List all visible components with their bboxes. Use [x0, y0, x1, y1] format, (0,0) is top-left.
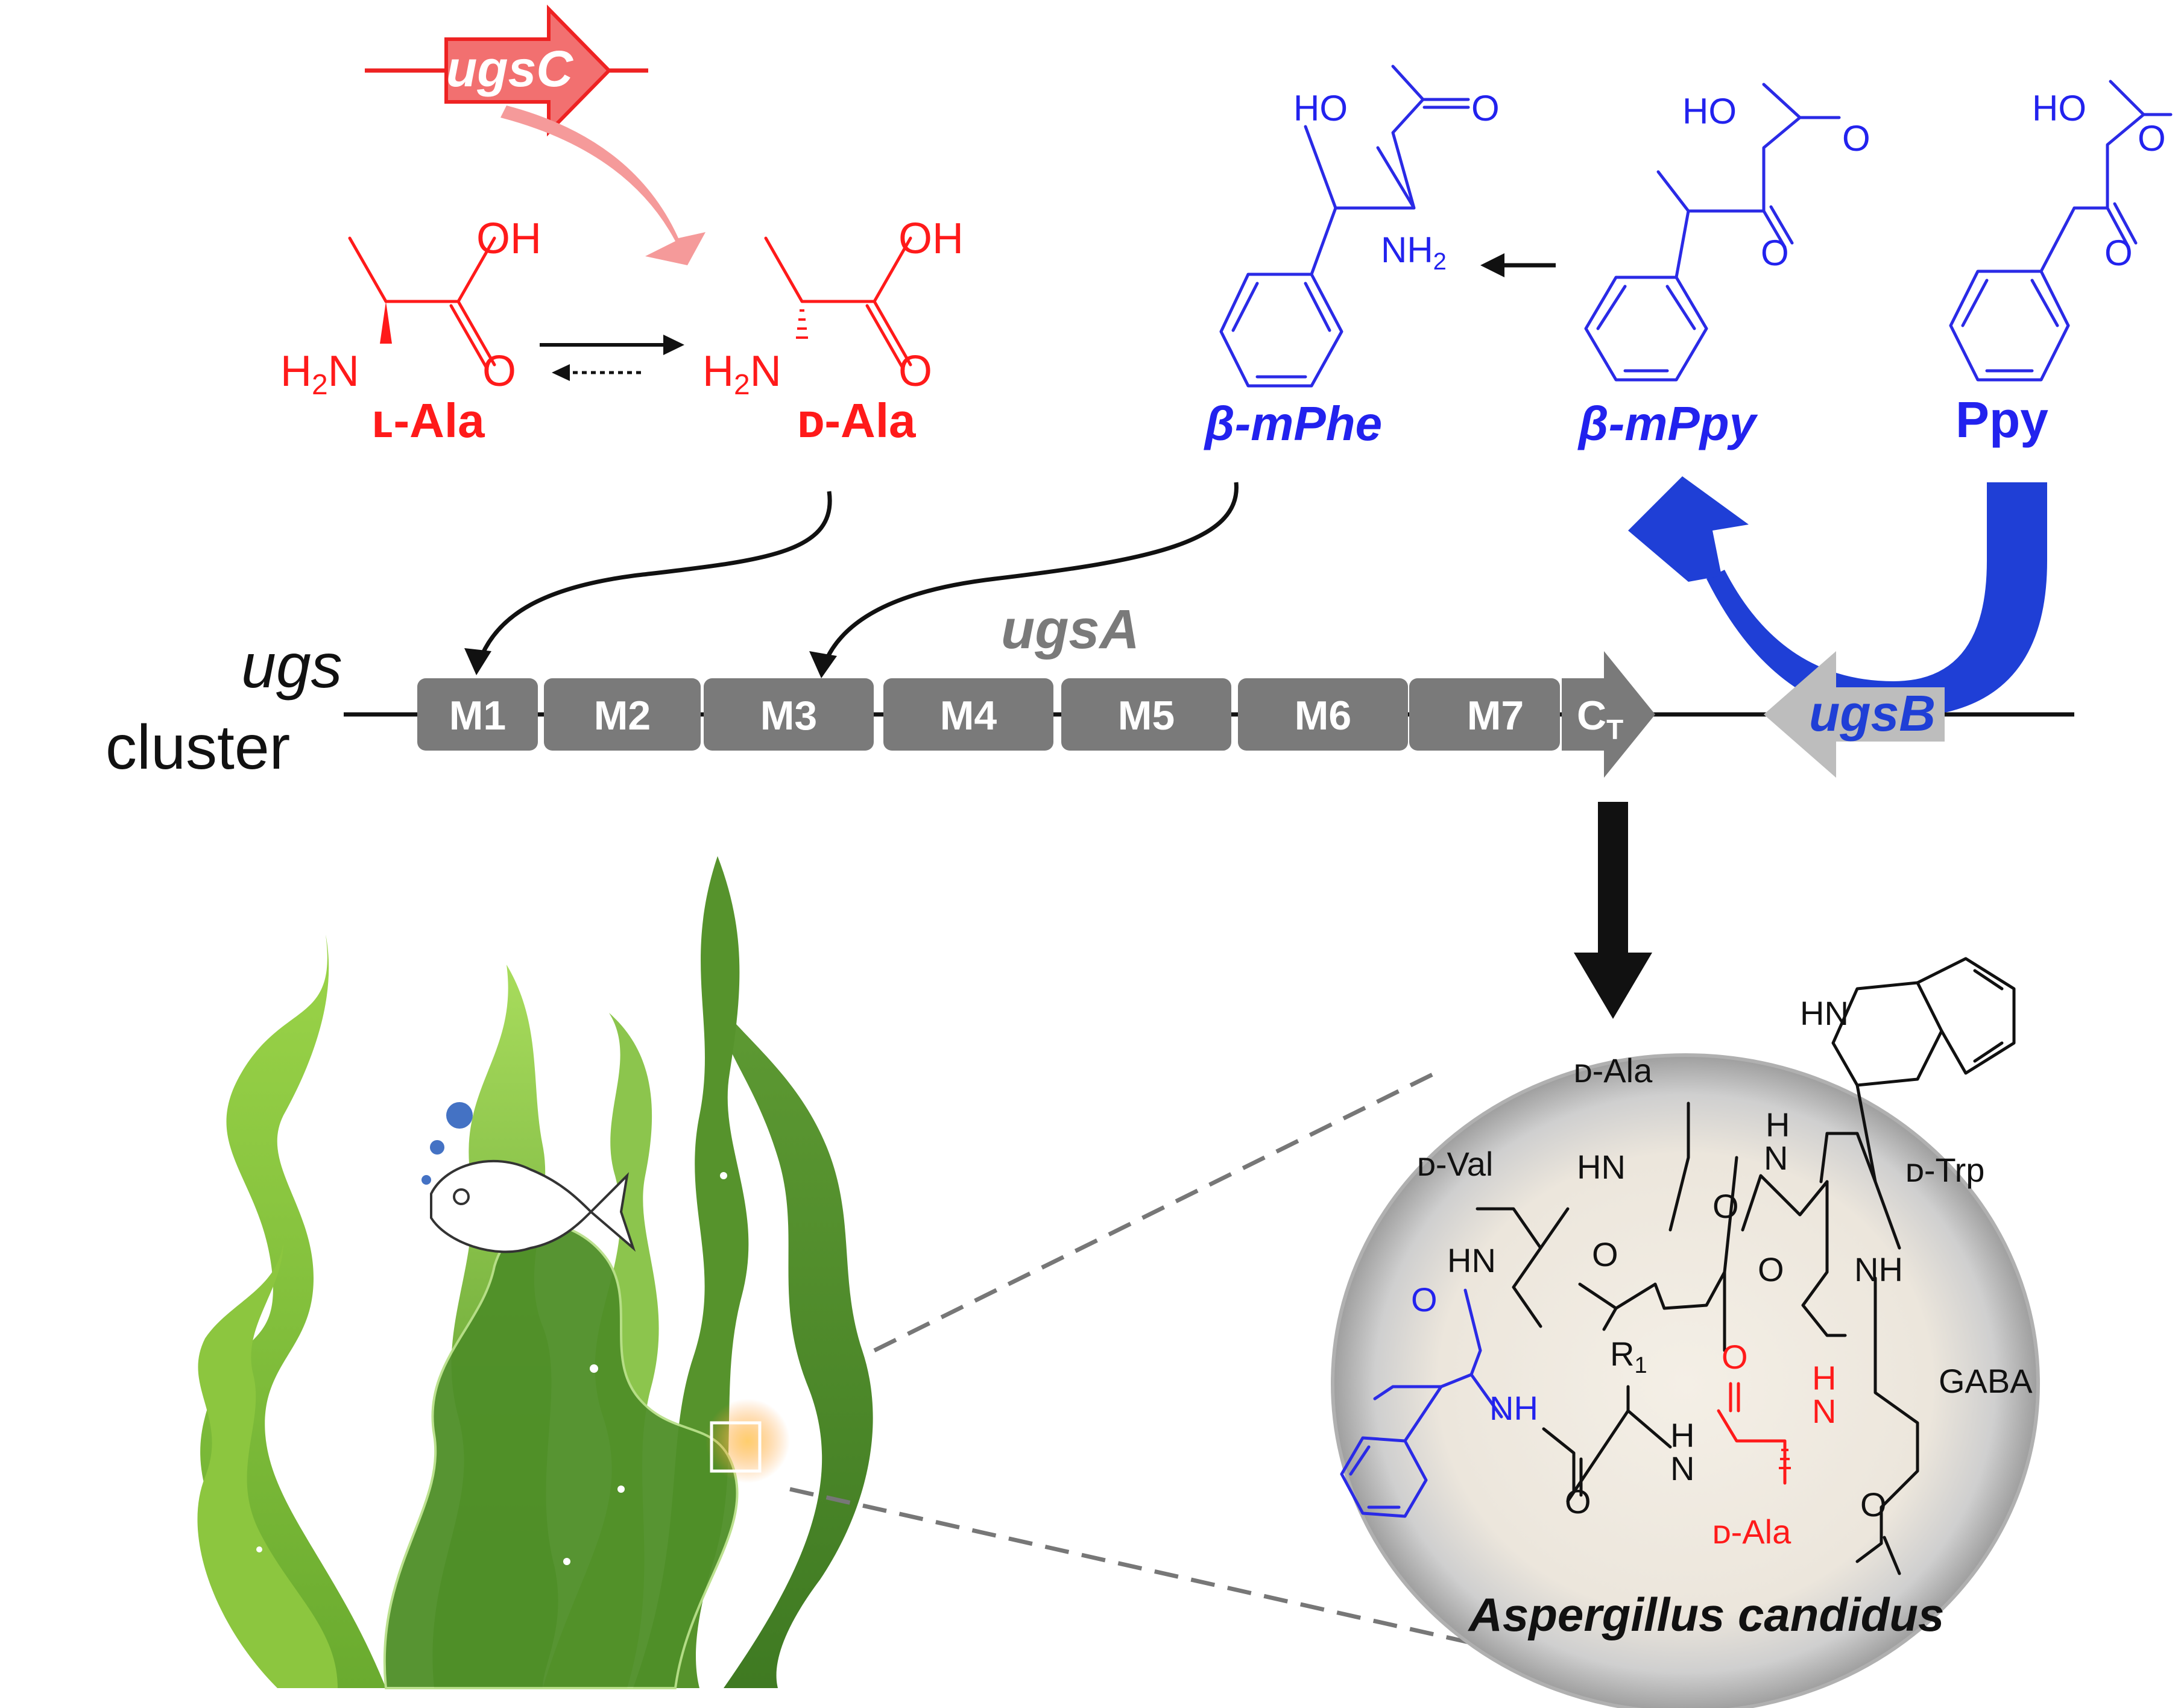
sample-box — [710, 1421, 762, 1473]
fish-icon — [430, 1159, 636, 1253]
atom-o-4: O — [1565, 1483, 1591, 1520]
residue-d-trp: ᴅ-Trp — [1905, 1151, 1984, 1189]
ugsC-label: ugsC — [446, 40, 573, 97]
residue-d-ala-top: ᴅ-Ala — [1574, 1051, 1653, 1089]
d-ala-o: O — [898, 347, 932, 395]
residue-d-val: ᴅ-Val — [1417, 1145, 1493, 1183]
atom-n-trp: N — [1764, 1139, 1788, 1177]
module-m1 — [417, 678, 538, 751]
module-m2-label: M2 — [594, 693, 651, 739]
cluster-name-word: cluster — [106, 713, 290, 783]
module-m3-label: M3 — [760, 693, 817, 739]
ugsB-gene — [1764, 651, 1945, 778]
b-mppy-label: β-mPpy — [1577, 397, 1758, 450]
ppy-structure: HO O O Ppy — [1949, 80, 2173, 448]
cyclic-peptide-structure: ᴅ-Ala ᴅ-Val ᴅ-Trp GABA ᴅ-Ala HN HN H N O… — [1340, 957, 2033, 1575]
sample-glow — [705, 1399, 790, 1483]
terminal-c-label: CT — [1577, 693, 1623, 745]
atom-o-5: O — [1860, 1486, 1887, 1524]
racemase-equilibrium-arrows — [540, 335, 684, 381]
b-mphe-nh2: NH2 — [1381, 230, 1447, 275]
module-m5 — [1061, 678, 1231, 751]
ugsB-conversion-arc — [1628, 476, 2047, 717]
bubble-small — [430, 1140, 444, 1155]
release-arrow — [1574, 802, 1652, 1019]
ugsA-label: ugsA — [1001, 599, 1140, 660]
atom-n-red: N — [1812, 1392, 1836, 1430]
seaweed-blade-dark-right — [712, 995, 873, 1688]
residue-gaba: GABA — [1939, 1362, 2033, 1400]
atom-o-3: O — [1758, 1250, 1784, 1288]
ppy-label: Ppy — [1955, 391, 2048, 448]
cluster-name-italic: ugs — [241, 631, 342, 701]
ugsC-catalysis-arc — [500, 106, 705, 265]
atom-h-red: H — [1812, 1359, 1836, 1397]
b-mppy-structure: HO O O β-mPpy — [1577, 83, 1870, 450]
d-ala-oh: OH — [898, 215, 964, 263]
transaminase-arrow — [1480, 253, 1556, 277]
b-mphe-label: β-mPhe — [1204, 397, 1382, 450]
module-m7-label: M7 — [1467, 693, 1524, 739]
seaweed-blade-front — [383, 1223, 739, 1689]
atom-nh-1: NH — [1854, 1250, 1903, 1288]
b-mphe-o: O — [1471, 88, 1500, 128]
substrate-loading-arrows — [464, 482, 1239, 678]
atom-o-blue: O — [1411, 1281, 1438, 1319]
module-m4 — [883, 678, 1053, 751]
module-m2 — [544, 678, 701, 751]
b-mppy-ho: HO — [1682, 91, 1737, 131]
ugsC-gene: ugsC — [365, 4, 648, 137]
terminal-c-domain — [1562, 651, 1655, 778]
atom-hn-1: HN — [1577, 1148, 1626, 1186]
atom-n-bottom: N — [1670, 1449, 1694, 1487]
aspergillus-culture — [1331, 1053, 2040, 1708]
atom-hn-2: HN — [1447, 1241, 1496, 1279]
l-ala-label: ʟ-Ala — [371, 394, 485, 447]
atom-hn-indole: HN — [1800, 994, 1849, 1032]
ppy-o2: O — [2104, 233, 2133, 273]
l-ala-amine: H2N — [280, 347, 359, 401]
l-ala-structure: OH O H2N ʟ-Ala — [280, 215, 541, 447]
atom-o-red: O — [1722, 1338, 1748, 1376]
b-mphe-ho: HO — [1293, 88, 1348, 128]
ugsB-label: ugsB — [1809, 685, 1936, 742]
bubble-tiny — [421, 1175, 431, 1185]
module-m4-label: M4 — [940, 693, 997, 739]
atom-r1: R1 — [1610, 1335, 1647, 1378]
module-m5-label: M5 — [1118, 693, 1175, 739]
module-m6-label: M6 — [1295, 693, 1351, 739]
module-m1-label: M1 — [449, 693, 506, 739]
residue-d-ala-bottom: ᴅ-Ala — [1712, 1513, 1791, 1551]
b-mphe-structure: HO O NH2 β-mPhe — [1204, 65, 1500, 450]
l-ala-o: O — [482, 347, 516, 395]
b-mppy-o2: O — [1761, 233, 1789, 273]
seaweed-illustration — [197, 856, 873, 1689]
organism-name: Aspergillus candidus — [1468, 1588, 1945, 1641]
module-m6 — [1238, 678, 1408, 751]
ugs-cluster: ugs cluster M1 M2 M3 M4 M5 M6 M7 CT ugsA… — [106, 599, 2074, 783]
d-ala-label: ᴅ-Ala — [797, 394, 916, 447]
d-ala-amine: H2N — [702, 347, 781, 401]
ppy-ho: HO — [2032, 88, 2086, 128]
d-ala-structure: OH O H2N ᴅ-Ala — [702, 215, 964, 447]
atom-o-2: O — [1712, 1187, 1739, 1225]
ppy-o1: O — [2138, 118, 2166, 159]
l-ala-oh: OH — [476, 215, 541, 263]
module-m7 — [1409, 678, 1560, 751]
atom-nh-blue: NH — [1489, 1389, 1538, 1427]
atom-o-1: O — [1592, 1235, 1618, 1273]
module-m3 — [704, 678, 874, 751]
zoom-lines — [789, 1071, 1592, 1672]
seaweed-blade-leftmost — [197, 1242, 338, 1688]
bubble-large — [446, 1102, 473, 1129]
b-mppy-o1: O — [1842, 118, 1870, 159]
atom-h-trp: H — [1766, 1106, 1790, 1144]
atom-h-bottom: H — [1670, 1416, 1694, 1454]
